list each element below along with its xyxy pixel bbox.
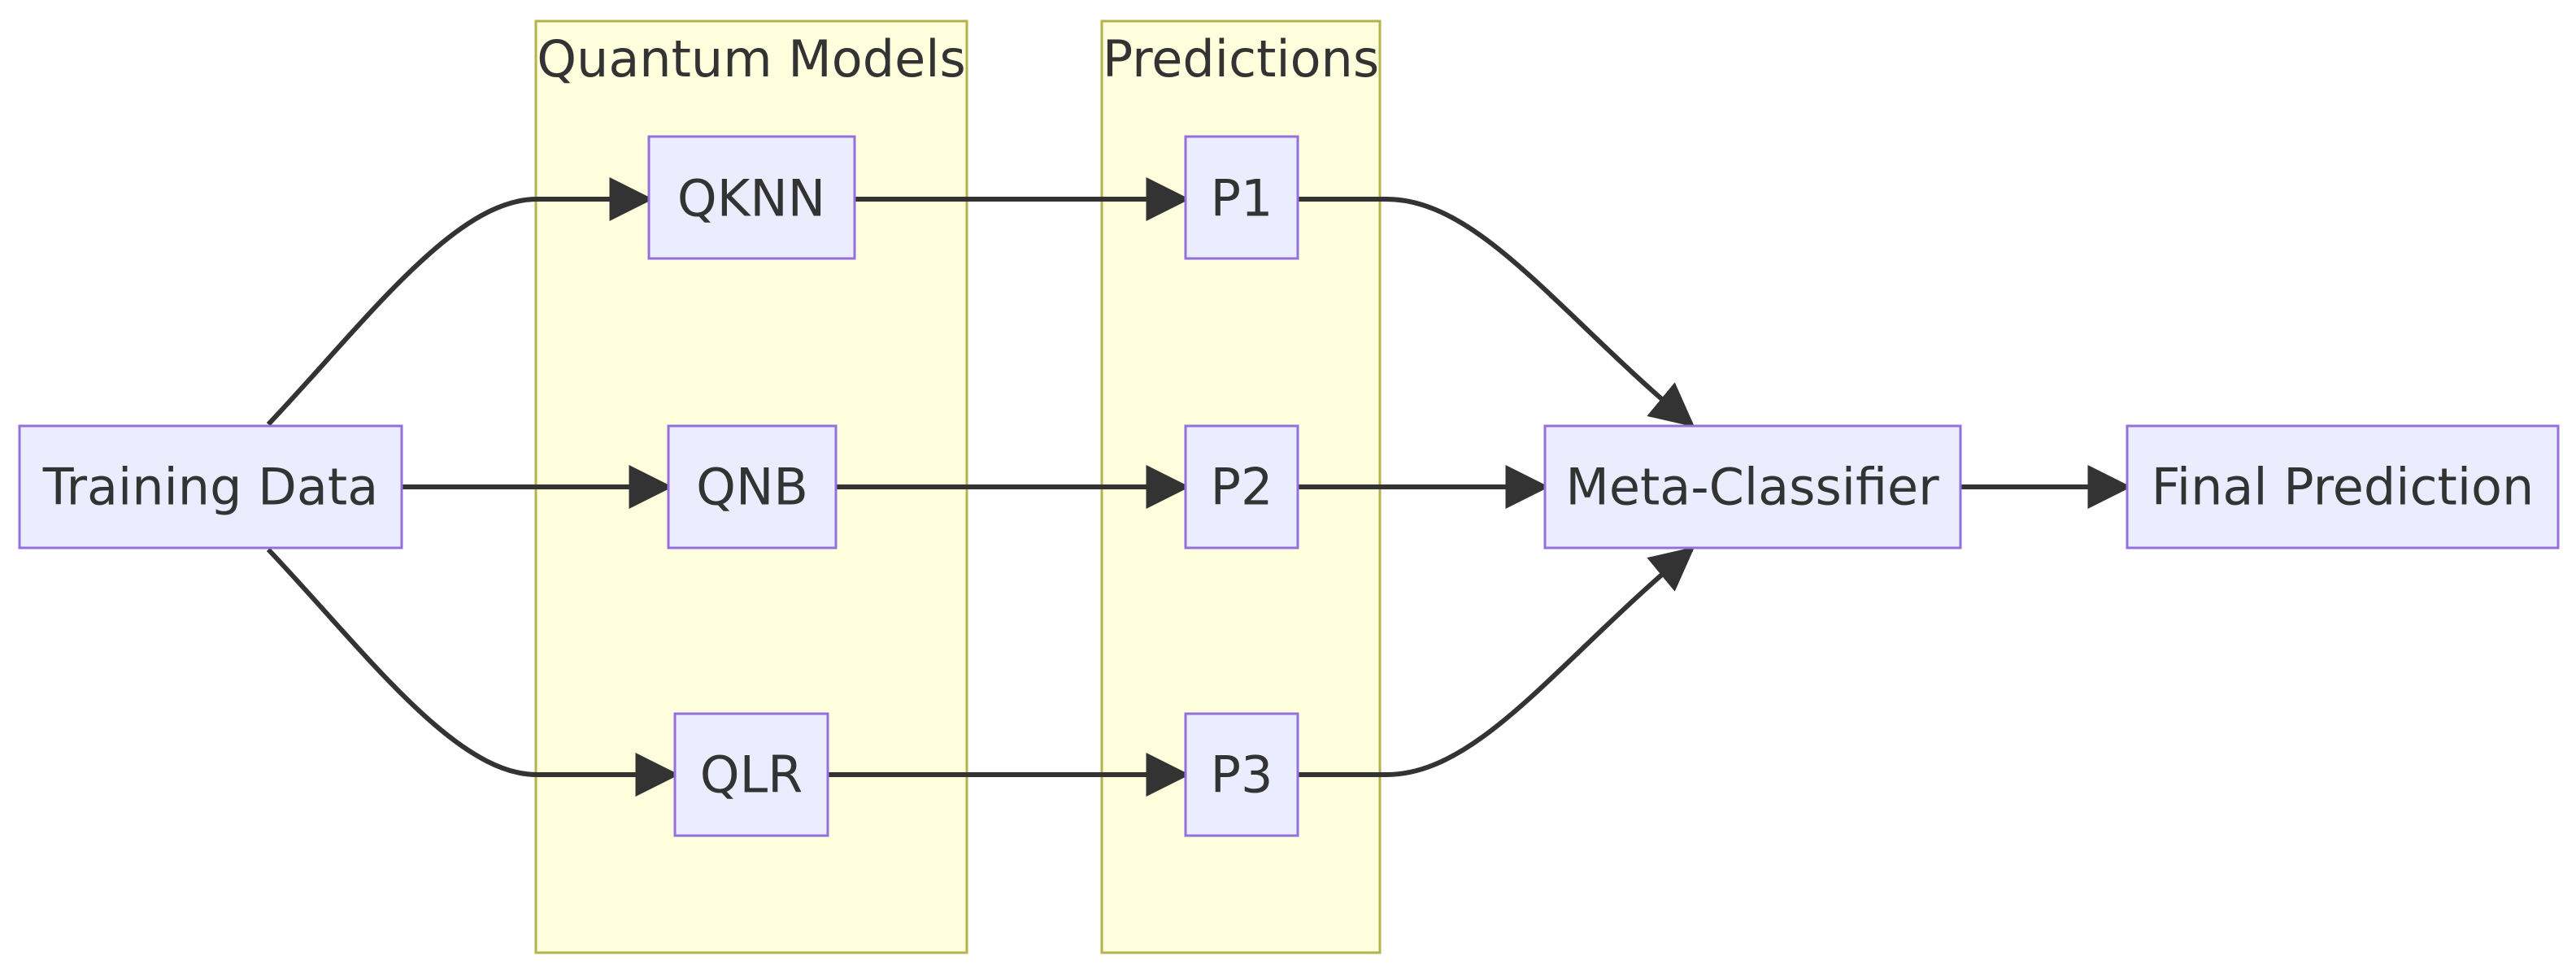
node-p2: P2 (1184, 424, 1299, 549)
edge-training-to-qlr (266, 547, 680, 797)
node-qlr-label: QLR (700, 745, 803, 805)
node-p1: P1 (1184, 135, 1299, 260)
node-qknn-label: QKNN (677, 169, 825, 228)
node-meta-classifier: Meta-Classifier (1543, 424, 1962, 549)
node-qnb-box (667, 424, 838, 549)
node-meta-classifier-box (1543, 424, 1962, 549)
edge-training-to-qknn (266, 177, 654, 427)
node-qnb: QNB (667, 424, 838, 549)
node-final-prediction: Final Prediction (2126, 424, 2560, 549)
node-p2-label: P2 (1211, 458, 1273, 517)
node-training-data-label: Training Data (42, 458, 378, 517)
node-p3-box (1184, 712, 1299, 837)
node-training-data-box (18, 424, 403, 549)
node-meta-classifier-label: Meta-Classifier (1565, 458, 1939, 517)
node-training-data: Training Data (18, 424, 403, 549)
cluster-quantum-models-title: Quantum Models (537, 29, 966, 89)
edges (266, 177, 2132, 797)
edge-p3-to-meta (1298, 546, 1695, 777)
node-qnb-label: QNB (696, 458, 808, 517)
node-qlr: QLR (673, 712, 829, 837)
node-qknn: QKNN (647, 135, 856, 260)
node-final-prediction-label: Final Prediction (2152, 458, 2535, 517)
node-final-prediction-box (2126, 424, 2560, 549)
node-qknn-box (647, 135, 856, 260)
node-qlr-box (673, 712, 829, 837)
node-p2-box (1184, 424, 1299, 549)
cluster-predictions-title: Predictions (1103, 29, 1379, 89)
node-p3-label: P3 (1211, 745, 1273, 805)
node-p3: P3 (1184, 712, 1299, 837)
node-p1-box (1184, 135, 1299, 260)
edge-p1-to-meta (1298, 197, 1695, 428)
node-p1-label: P1 (1211, 169, 1273, 228)
